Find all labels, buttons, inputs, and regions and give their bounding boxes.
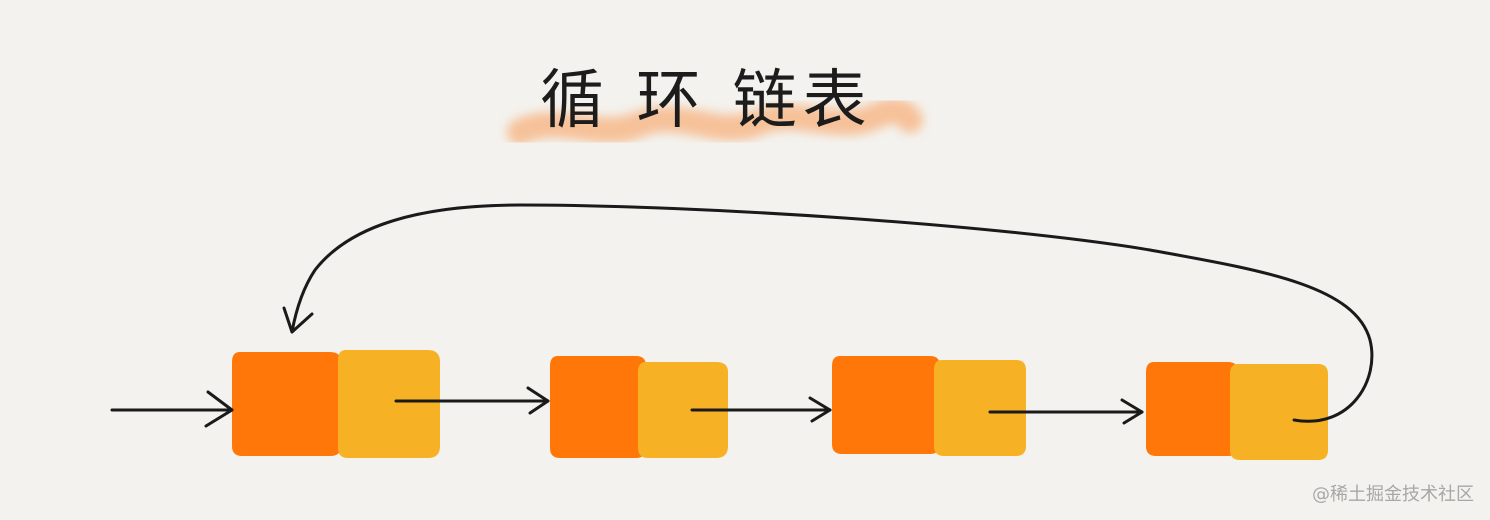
- node-1-next-cell: [338, 350, 440, 458]
- list-node-1: [232, 350, 440, 458]
- list-node-3: [832, 356, 1026, 456]
- watermark-text: @稀土掘金技术社区: [1312, 484, 1474, 505]
- node-2-next-cell: [638, 362, 728, 458]
- circular-back-link-arrow: [282, 203, 1374, 423]
- node-4-next-cell: [1230, 364, 1328, 460]
- link-arrow-3-to-4: [988, 398, 1144, 425]
- node-2-data-cell: [550, 356, 646, 458]
- node-3-next-cell: [934, 360, 1026, 456]
- list-node-4: [1146, 362, 1328, 460]
- node-1-data-cell: [232, 352, 342, 456]
- title-highlight: [507, 98, 923, 145]
- list-node-2: [550, 356, 728, 458]
- node-3-data-cell: [832, 356, 940, 454]
- head-pointer-arrow: [110, 390, 234, 428]
- diagram-title: 循 环 链表: [540, 64, 873, 138]
- link-arrow-2-to-3: [690, 396, 832, 423]
- node-4-data-cell: [1146, 362, 1238, 456]
- link-arrow-1-to-2: [394, 386, 550, 415]
